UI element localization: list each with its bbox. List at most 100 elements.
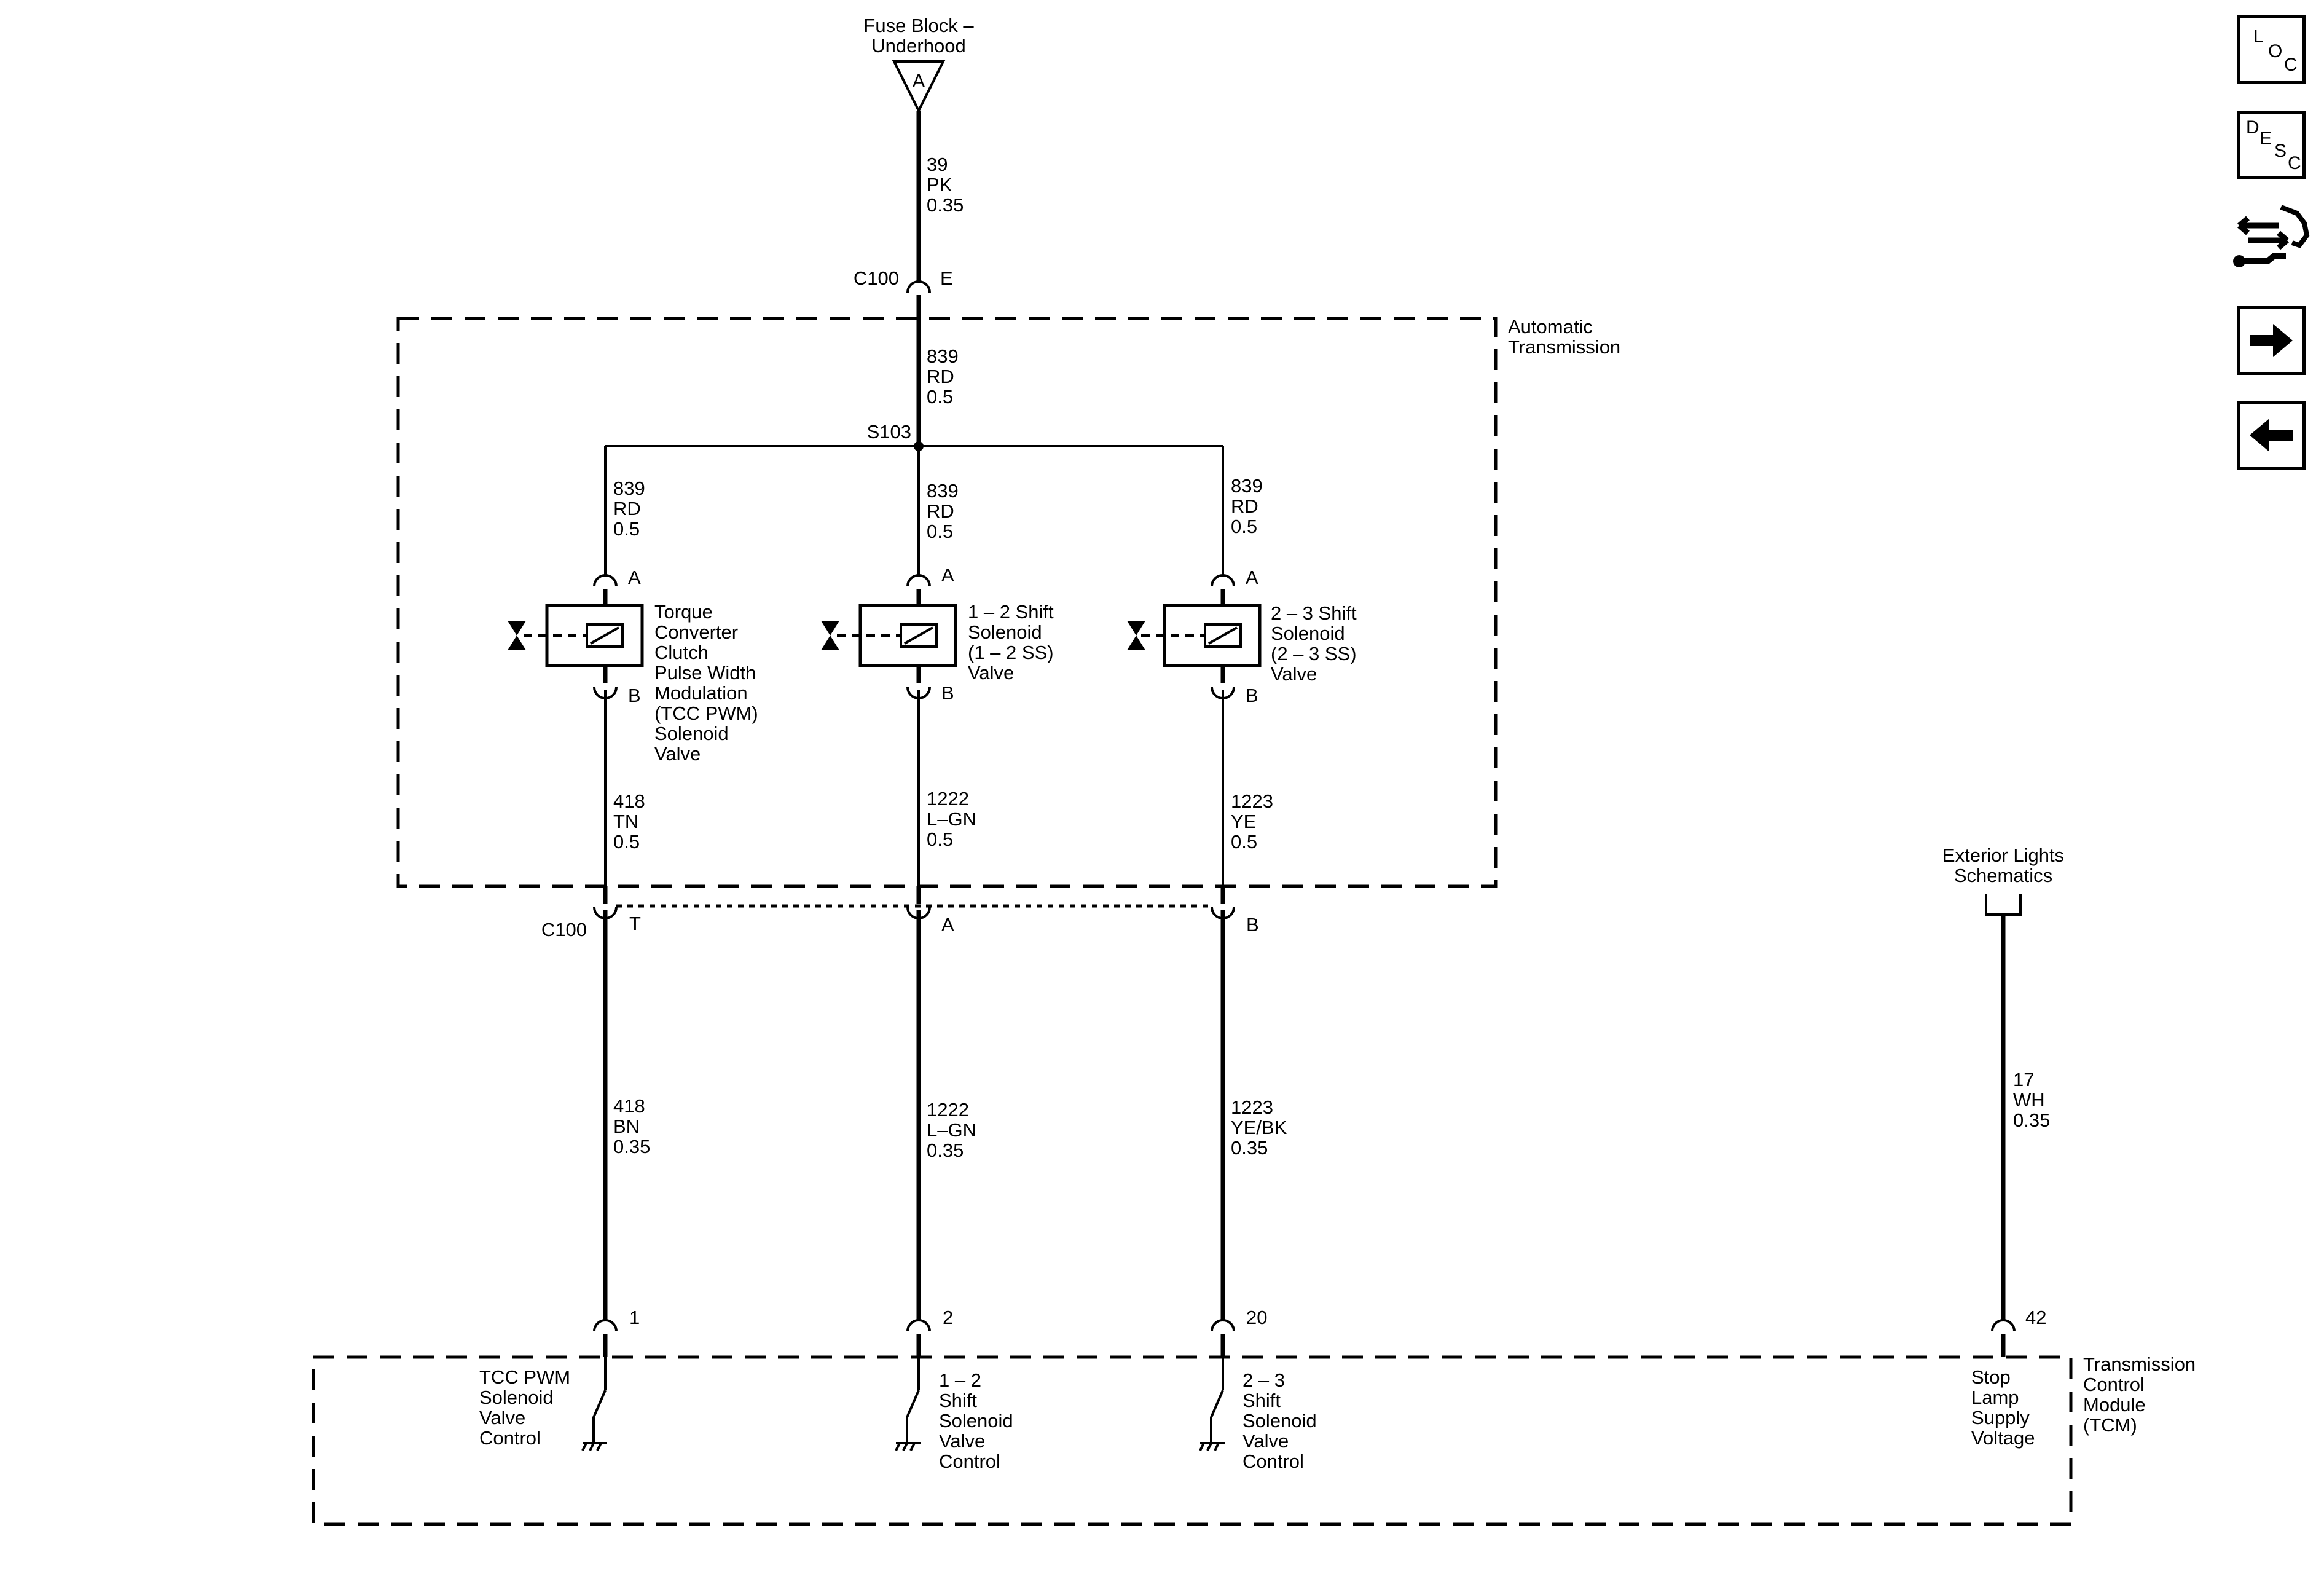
- solenoid-2-label-2: Solenoid: [968, 621, 1042, 643]
- wire-39-gauge: 0.35: [927, 194, 964, 216]
- c100-top-name: C100: [854, 267, 899, 289]
- c100-bottom-pin-3: B: [1246, 914, 1259, 935]
- solenoid-1-label-6: (TCC PWM): [654, 703, 758, 724]
- branch-3-gauge: 0.5: [1231, 516, 1257, 537]
- tcm-pin-label-2: 2: [943, 1307, 953, 1328]
- tcm-driver-3-label-3: Solenoid: [1242, 1410, 1317, 1431]
- branch-3-color: RD: [1231, 495, 1258, 517]
- solenoid-1-body: [545, 604, 644, 667]
- branch-2-gauge: 0.5: [927, 521, 953, 542]
- tcm-label-2: Control: [2083, 1374, 2145, 1395]
- tcm-box: [312, 1355, 2073, 1526]
- fuse-block-label-2: Underhood: [871, 35, 965, 57]
- outer-wire-4-circuit: 17: [2013, 1069, 2034, 1090]
- solenoid-3-valve-icon: [1127, 621, 1145, 650]
- tcm-driver-2-label-3: Solenoid: [939, 1410, 1013, 1431]
- inner-wire-2-gauge: 0.5: [927, 829, 953, 850]
- desc-icon[interactable]: D E S C: [2237, 111, 2306, 179]
- tcm-label-4: (TCM): [2083, 1414, 2137, 1436]
- automatic-transmission-label-1: Automatic: [1508, 316, 1593, 337]
- tcm-driver-2-switch: [906, 1390, 920, 1418]
- branch-2-color: RD: [927, 500, 954, 522]
- inner-wire-3-color: YE: [1231, 811, 1256, 832]
- inner-wire-3-gauge: 0.5: [1231, 831, 1257, 853]
- tcm-driver-2-label-5: Control: [939, 1451, 1000, 1472]
- solenoid-1-label-2: Converter: [654, 621, 738, 643]
- inner-wire-2-color: L–GN: [927, 808, 976, 830]
- tcm-driver-3-switch: [1210, 1390, 1224, 1418]
- solenoid-2-body: [858, 604, 957, 667]
- desc-icon-c: C: [2288, 153, 2301, 173]
- tcm-pin-2: [906, 1319, 931, 1332]
- solenoid-3-body: [1163, 604, 1262, 667]
- inner-wire-2-circuit: 1222: [927, 788, 969, 809]
- splice-label: S103: [867, 421, 911, 443]
- tcm-driver-3-label-4: Valve: [1242, 1430, 1289, 1452]
- tcm-pin-1: [593, 1319, 618, 1332]
- outer-wire-1-circuit: 418: [613, 1095, 645, 1117]
- connector-wrench-icon[interactable]: [2231, 200, 2314, 274]
- solenoid-2-valve-icon: [821, 621, 839, 650]
- tcm-driver-1-switch: [592, 1390, 607, 1418]
- tcm-driver-1-label-3: Valve: [479, 1407, 525, 1428]
- outer-wire-2-circuit: 1222: [927, 1099, 969, 1120]
- wire-839-feed-circuit: 839: [927, 345, 959, 367]
- solenoid-2-label-1: 1 – 2 Shift: [968, 601, 1054, 623]
- fuse-block-label-1: Fuse Block –: [863, 15, 974, 36]
- tcm-label-3: Module: [2083, 1394, 2146, 1416]
- tcm-pin-label-1: 1: [629, 1307, 640, 1328]
- tcm-driver-3-label-2: Shift: [1242, 1390, 1281, 1411]
- solenoid-3-label-3: (2 – 3 SS): [1271, 643, 1357, 664]
- tcm-pin-label-3: 20: [1246, 1307, 1267, 1328]
- connector-wrench-glyph: [2233, 205, 2310, 267]
- tcm-driver-4-label-2: Lamp: [1971, 1387, 2019, 1408]
- arrow-left-icon[interactable]: [2237, 401, 2306, 470]
- tcm-driver-2-label-2: Shift: [939, 1390, 977, 1411]
- tcm-driver-2-label-1: 1 – 2: [939, 1369, 981, 1391]
- wire-39-circuit: 39: [927, 154, 948, 175]
- automatic-transmission-box: [396, 317, 1498, 888]
- inner-wire-1-gauge: 0.5: [613, 831, 640, 853]
- tcm-driver-4-label-1: Stop: [1971, 1366, 2011, 1388]
- solenoid-2-pin-b-label: B: [941, 682, 954, 704]
- solenoid-2-label-4: Valve: [968, 662, 1014, 683]
- tcm-label-1: Transmission: [2083, 1353, 2196, 1375]
- wire-39-color: PK: [927, 174, 952, 195]
- branch-2-circuit: 839: [927, 480, 959, 502]
- solenoid-1-pin-b-label: B: [628, 685, 641, 706]
- inner-wire-3-circuit: 1223: [1231, 790, 1273, 812]
- automatic-transmission-label-2: Transmission: [1508, 336, 1620, 358]
- arrow-right-icon[interactable]: [2237, 306, 2306, 375]
- solenoid-1-pin-a: [593, 574, 618, 587]
- solenoid-3-pin-b-label: B: [1246, 685, 1258, 706]
- solenoid-3-label-4: Valve: [1271, 663, 1317, 685]
- inner-wire-1-color: TN: [613, 811, 638, 832]
- c100-bottom-pin-2: A: [941, 914, 954, 935]
- solenoid-1-pin-a-label: A: [628, 567, 641, 588]
- tcm-driver-1-label-4: Control: [479, 1427, 541, 1449]
- exterior-lights-label-2: Schematics: [1954, 865, 2052, 886]
- branch-1-color: RD: [613, 498, 641, 519]
- solenoid-3-pin-a: [1211, 574, 1235, 587]
- outer-wire-4-color: WH: [2013, 1089, 2045, 1111]
- tcm-pin-label-4: 42: [2025, 1307, 2046, 1328]
- outer-wire-3-gauge: 0.35: [1231, 1137, 1268, 1159]
- solenoid-1-label-8: Valve: [654, 743, 701, 765]
- outer-wire-4-gauge: 0.35: [2013, 1109, 2050, 1131]
- solenoid-1-label-5: Modulation: [654, 682, 748, 704]
- tcm-driver-4-label-4: Voltage: [1971, 1427, 2035, 1449]
- c100-e-connector: [906, 280, 931, 293]
- desc-icon-e: E: [2259, 128, 2272, 149]
- tcm-driver-2-ground-icon: [895, 1442, 921, 1451]
- tcm-driver-2-label-4: Valve: [939, 1430, 985, 1452]
- desc-icon-d: D: [2246, 117, 2259, 138]
- solenoid-1-label-7: Solenoid: [654, 723, 729, 744]
- desc-icon-s: S: [2274, 141, 2287, 161]
- tcm-driver-1-label-2: Solenoid: [479, 1387, 554, 1408]
- solenoid-1-label-1: Torque: [654, 601, 713, 623]
- solenoid-1-valve-icon: [508, 621, 526, 650]
- outer-wire-1-color: BN: [613, 1116, 640, 1137]
- tcm-driver-4-label-3: Supply: [1971, 1407, 2030, 1428]
- loc-icon[interactable]: L O C: [2237, 15, 2306, 84]
